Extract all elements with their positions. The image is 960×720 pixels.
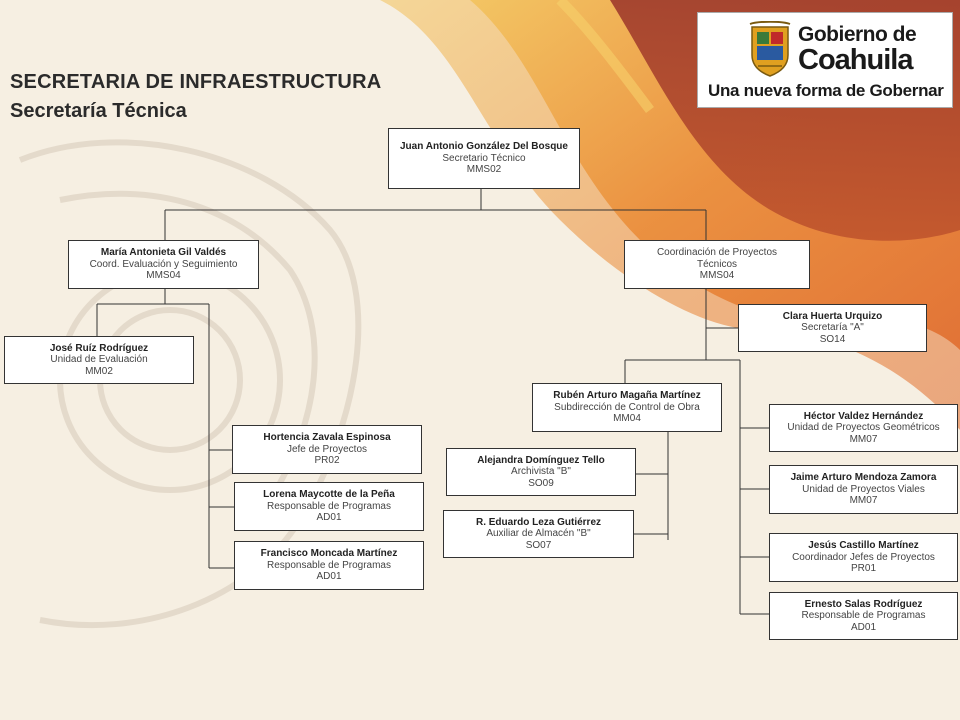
coat-of-arms-icon: [749, 21, 791, 77]
org-node-resp-programas-1: Lorena Maycotte de la Peña Responsable d…: [234, 482, 424, 531]
node-name: R. Eduardo Leza Gutiérrez: [475, 516, 602, 528]
node-role: Coordinador Jefes de Proyectos: [792, 551, 935, 563]
node-code: AD01: [316, 512, 342, 524]
node-name: Lorena Maycotte de la Peña: [263, 489, 395, 501]
node-role: Auxiliar de Almacén "B": [486, 528, 591, 540]
logo-line1: Gobierno de: [798, 23, 917, 46]
node-role: Responsable de Programas: [267, 500, 391, 512]
node-role: Coord. Evaluación y Seguimiento: [89, 258, 238, 270]
node-role: Secretario Técnico: [442, 152, 526, 164]
node-code: MM04: [613, 413, 641, 425]
org-node-coord-evaluacion: María Antonieta Gil Valdés Coord. Evalua…: [68, 240, 259, 289]
node-name: Ernesto Salas Rodríguez: [804, 598, 923, 610]
org-node-auxiliar-almacen: R. Eduardo Leza Gutiérrez Auxiliar de Al…: [443, 510, 634, 558]
node-name: Jaime Arturo Mendoza Zamora: [790, 472, 937, 484]
org-node-resp-programas-3: Ernesto Salas Rodríguez Responsable de P…: [769, 592, 958, 640]
page-title: SECRETARIA DE INFRAESTRUCTURA: [10, 71, 382, 93]
org-node-secretaria-a: Clara Huerta Urquizo Secretaría "A" SO14: [738, 304, 927, 352]
node-code: MMS02: [466, 164, 502, 176]
government-logo: Gobierno de Coahuila Una nueva forma de …: [697, 12, 953, 108]
node-role: Unidad de Evaluación: [50, 354, 148, 366]
node-role: Archivista "B": [511, 466, 571, 478]
node-code: MM07: [849, 433, 878, 445]
org-node-proyectos-viales: Jaime Arturo Mendoza Zamora Unidad de Pr…: [769, 465, 958, 514]
node-role: Jefe de Proyectos: [286, 443, 368, 455]
node-code: SO09: [528, 477, 554, 489]
org-node-archivista: Alejandra Domínguez Tello Archivista "B"…: [446, 448, 636, 496]
node-code: MM02: [85, 365, 113, 377]
node-name: Clara Huerta Urquizo: [782, 310, 883, 322]
org-node-coord-proyectos: Coordinación de Proyectos Técnicos MMS04: [624, 240, 810, 289]
node-code: MMS04: [146, 270, 181, 282]
node-role: Responsable de Programas: [267, 559, 391, 571]
logo-slogan: Una nueva forma de Gobernar: [708, 81, 944, 100]
page-subtitle: Secretaría Técnica: [10, 100, 187, 122]
node-role: Subdirección de Control de Obra: [554, 401, 700, 413]
org-node-resp-programas-2: Francisco Moncada Martínez Responsable d…: [234, 541, 424, 590]
node-name: José Ruíz Rodríguez: [49, 342, 149, 354]
node-name: Alejandra Domínguez Tello: [477, 454, 605, 466]
node-name: Francisco Moncada Martínez: [260, 548, 398, 560]
node-code: SO14: [819, 333, 846, 345]
node-name: Jesús Castillo Martínez: [808, 540, 919, 552]
logo-line2: Coahuila: [798, 44, 913, 76]
node-name: Rubén Arturo Magaña Martínez: [553, 390, 701, 402]
org-node-unidad-evaluacion: José Ruíz Rodríguez Unidad de Evaluación…: [4, 336, 194, 384]
node-role: Coordinación de Proyectos Técnicos: [656, 247, 778, 270]
node-role: Secretaría "A": [801, 322, 864, 334]
node-name: Juan Antonio González Del Bosque: [400, 141, 568, 153]
node-role: Responsable de Programas: [801, 610, 926, 622]
org-node-control-obra: Rubén Arturo Magaña Martínez Subdirecció…: [532, 383, 722, 432]
org-node-secretario-tecnico: Juan Antonio González Del Bosque Secreta…: [388, 128, 580, 189]
node-code: AD01: [850, 621, 876, 633]
org-node-proyectos-geometricos: Héctor Valdez Hernández Unidad de Proyec…: [769, 404, 958, 452]
node-role: Unidad de Proyectos Viales: [802, 483, 925, 495]
node-name: Héctor Valdez Hernández: [803, 410, 924, 422]
node-name: María Antonieta Gil Valdés: [100, 247, 227, 259]
node-code: MMS04: [699, 270, 735, 282]
node-code: AD01: [316, 571, 342, 583]
org-node-jefe-proyectos: Hortencia Zavala Espinosa Jefe de Proyec…: [232, 425, 422, 474]
node-name: Hortencia Zavala Espinosa: [263, 432, 391, 444]
node-role: Unidad de Proyectos Geométricos: [787, 422, 940, 434]
node-code: SO07: [525, 539, 552, 551]
node-code: PR02: [314, 455, 340, 467]
node-code: MM07: [849, 495, 878, 507]
org-node-coord-jefes-proyectos: Jesús Castillo Martínez Coordinador Jefe…: [769, 533, 958, 582]
node-code: PR01: [850, 563, 876, 575]
